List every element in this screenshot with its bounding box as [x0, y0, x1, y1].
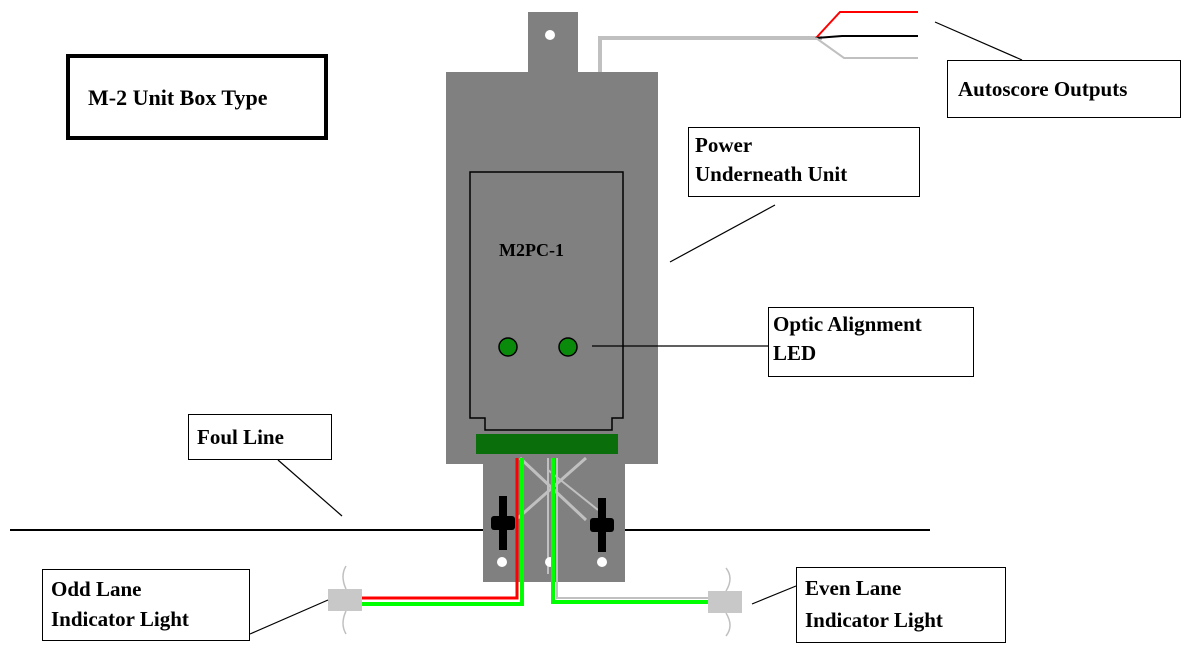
leader-odd — [249, 599, 329, 635]
odd-lane-lamp — [328, 565, 362, 635]
odd-wire-green — [360, 458, 524, 606]
mounting-hole-top — [545, 30, 555, 40]
board-connector — [476, 434, 618, 454]
even-lane-lamp — [708, 567, 742, 637]
autoscore-outputs-label: Autoscore Outputs — [947, 60, 1181, 118]
pcb-outline — [469, 171, 624, 431]
diagram-title: M-2 Unit Box Type — [66, 54, 328, 140]
even-wire-gray — [556, 458, 712, 599]
foul-line-label: Foul Line — [188, 414, 332, 460]
even-lane-indicator-label: Even Lane Indicator Light — [796, 567, 1006, 643]
leader-autoscore — [934, 21, 1023, 61]
leader-even — [751, 585, 797, 605]
unit-body — [446, 72, 658, 464]
odd-wire-red — [360, 458, 519, 600]
odd-lane-indicator-label: Odd Lane Indicator Light — [42, 569, 250, 641]
leader-power — [669, 204, 776, 263]
autoscore-wire-black — [815, 35, 918, 39]
led-left — [498, 337, 518, 357]
right-clip — [590, 498, 614, 552]
mounting-hole-left — [497, 557, 507, 567]
autoscore-wire-white — [815, 37, 918, 59]
autoscore-cable — [598, 36, 822, 72]
optic-alignment-led-label: Optic Alignment LED — [768, 307, 974, 377]
left-clip — [491, 496, 515, 550]
mounting-hole-right — [597, 557, 607, 567]
led-right — [558, 337, 578, 357]
leader-foul — [277, 459, 343, 517]
autoscore-wire-red — [815, 11, 918, 39]
even-wire-green — [551, 458, 712, 604]
power-label: Power Underneath Unit — [688, 127, 920, 197]
board-label: M2PC-1 — [499, 240, 564, 260]
mounting-tab — [528, 12, 578, 76]
